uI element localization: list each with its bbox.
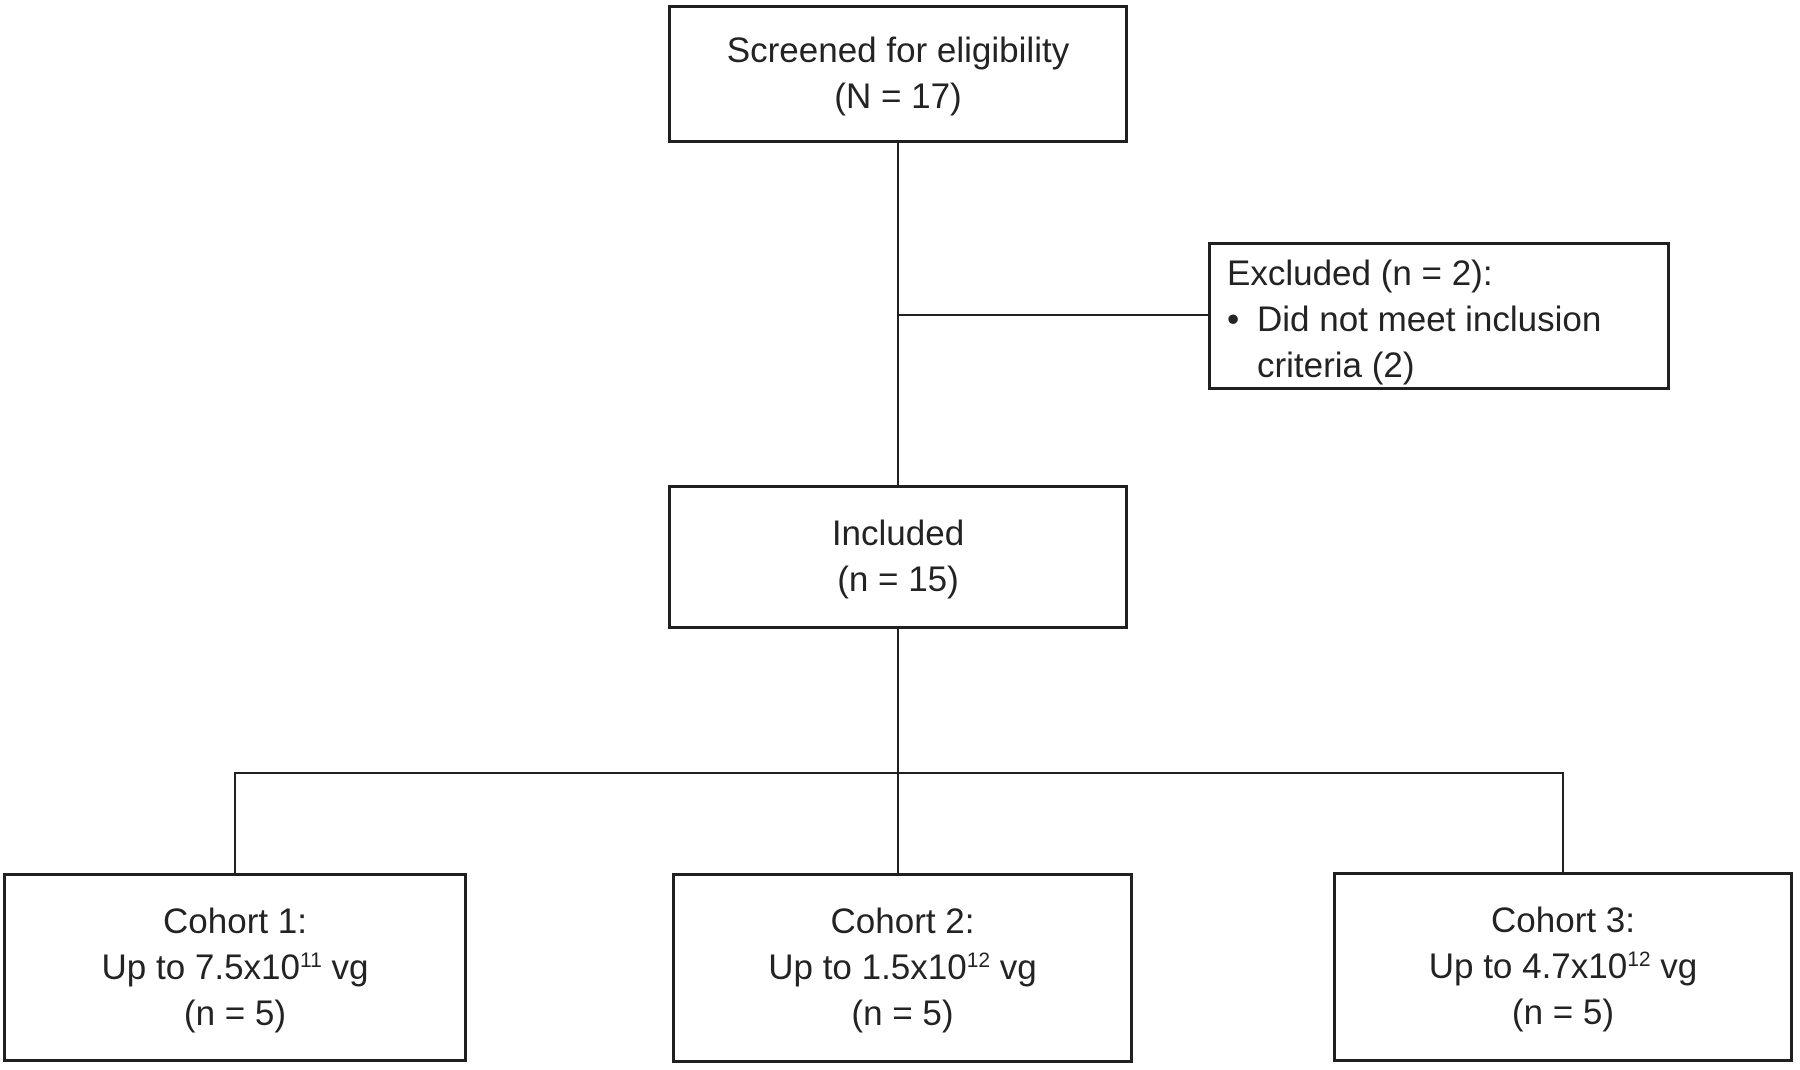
cohort3-dose-exponent: 12 [1627,948,1651,972]
excluded-box: Excluded (n = 2): • Did not meet inclusi… [1208,242,1670,390]
cohort1-title: Cohort 1: [163,901,307,941]
cohort1-dose-suffix: vg [321,947,369,987]
connector-cohort-distributor [234,772,1564,774]
bullet-icon: • [1227,300,1240,339]
screened-label: Screened for eligibility [726,31,1070,70]
connector-drop-cohort1 [234,772,236,873]
cohort2-dose: Up to 1.5x1012 vg [768,945,1037,991]
cohort2-title: Cohort 2: [830,902,975,941]
connector-branch-to-excluded [897,314,1208,316]
cohort2-box: Cohort 2: Up to 1.5x1012 vg (n = 5) [672,873,1133,1063]
cohort3-dose-suffix: vg [1650,947,1698,986]
cohort1-dose-prefix: Up to 7.5x10 [101,947,300,987]
included-count: (n = 15) [837,560,959,599]
cohort3-dose-prefix: Up to 4.7x10 [1428,947,1628,986]
cohort3-title: Cohort 3: [1491,901,1635,940]
excluded-reason-text: Did not meet inclusion criteria (2) [1257,300,1602,385]
cohort1-dose-exponent: 11 [299,948,322,972]
cohort2-dose-suffix: vg [990,948,1037,987]
screened-count: (N = 17) [834,77,962,116]
screened-box: Screened for eligibility (N = 17) [668,5,1128,143]
cohort1-dose: Up to 7.5x1011 vg [102,945,369,991]
cohort3-dose: Up to 4.7x1012 vg [1429,944,1698,990]
excluded-title: Excluded (n = 2): [1227,254,1493,293]
included-label: Included [831,514,965,553]
cohort3-count: (n = 5) [1511,993,1615,1032]
cohort3-box: Cohort 3: Up to 4.7x1012 vg (n = 5) [1333,872,1793,1062]
cohort1-count: (n = 5) [183,993,287,1033]
excluded-reason-item: • Did not meet inclusion criteria (2) [1227,297,1653,389]
included-box: Included (n = 15) [668,485,1128,629]
connector-drop-cohort3 [1562,772,1564,872]
cohort2-dose-prefix: Up to 1.5x10 [768,948,967,987]
cohort2-count: (n = 5) [851,994,954,1033]
connector-included-to-cohorts [897,629,899,873]
cohort2-dose-exponent: 12 [966,949,991,973]
cohort1-box: Cohort 1: Up to 7.5x1011 vg (n = 5) [3,873,467,1062]
